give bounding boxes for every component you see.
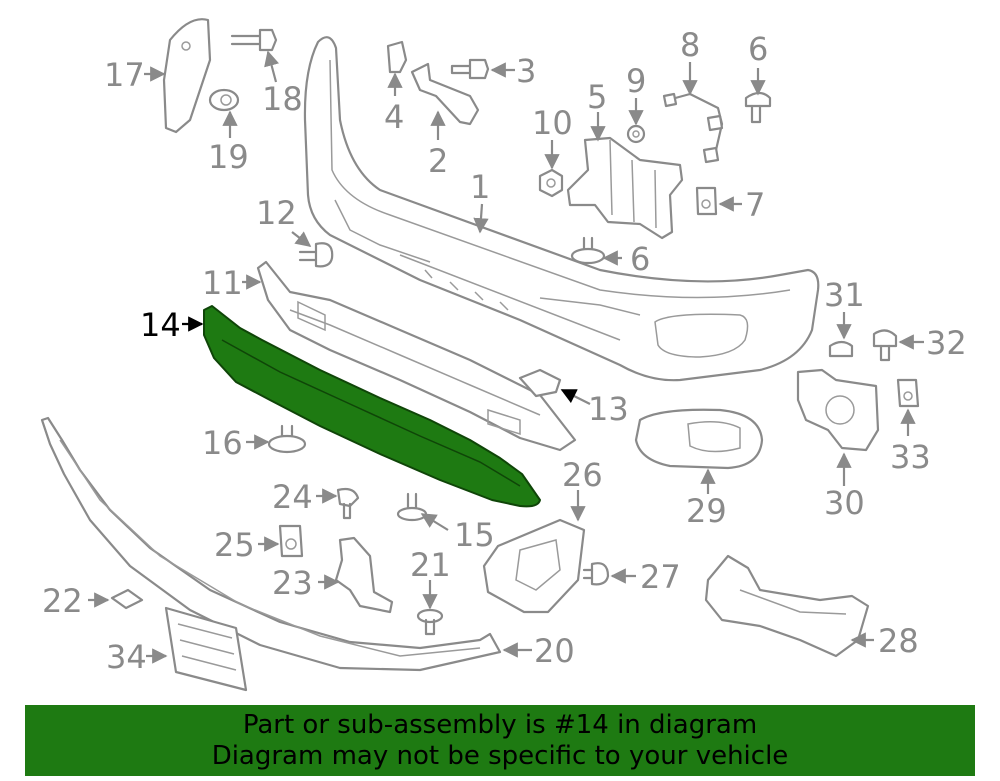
banner-line-1: Part or sub-assembly is #14 in diagram [242, 710, 758, 740]
part-21-pushpin [416, 608, 444, 636]
info-banner: Part or sub-assembly is #14 in diagram D… [25, 705, 975, 776]
part-5-shield [566, 136, 684, 240]
part-32-bolt [872, 329, 898, 362]
callout-32: 32 [926, 324, 967, 362]
part-17-side-bracket [162, 18, 212, 134]
callout-25: 25 [214, 526, 255, 564]
part-25-clip [278, 524, 304, 558]
callout-26: 26 [562, 456, 603, 494]
banner-line-2: Diagram may not be specific to your vehi… [211, 741, 789, 771]
callout-2: 2 [428, 142, 448, 180]
callout-30: 30 [824, 484, 865, 522]
part-16-pushpin [267, 424, 307, 454]
parts-diagram: 1 2 3 4 5 6 6 7 8 9 10 11 12 13 14 15 16… [40, 18, 967, 692]
callout-15: 15 [454, 516, 495, 554]
part-28-bracket-assembly [704, 554, 870, 658]
callout-3: 3 [516, 52, 536, 90]
part-18-bolt [230, 28, 278, 52]
part-26-bracket [482, 518, 586, 614]
part-23-bracket [334, 536, 394, 614]
callout-21: 21 [410, 546, 451, 584]
part-8-harness [662, 92, 724, 164]
part-6-pushpin-lower [570, 236, 606, 265]
callout-5: 5 [587, 78, 607, 116]
callout-9: 9 [626, 62, 646, 100]
part-24-bolt [336, 487, 360, 520]
callout-17: 17 [104, 56, 145, 94]
part-6-pushpin-upper [744, 91, 772, 124]
callout-19: 19 [208, 138, 249, 176]
part-27-bolt [582, 562, 610, 586]
part-11-absorber [256, 260, 577, 452]
part-31-bolt [828, 340, 854, 358]
callout-29: 29 [686, 492, 727, 530]
callout-34: 34 [106, 638, 147, 676]
part-34-plate-bracket [164, 606, 248, 692]
part-9-washer [626, 124, 646, 144]
callout-31: 31 [824, 276, 865, 314]
part-30-fog-lamp [796, 368, 880, 452]
part-3-bolt [450, 58, 490, 80]
part-15-pushpin [396, 492, 428, 522]
part-14-lower-valance-highlighted [203, 305, 541, 508]
callout-6-upper: 6 [748, 30, 768, 68]
callout-20: 20 [534, 632, 575, 670]
callout-24: 24 [272, 478, 313, 516]
callout-1: 1 [470, 168, 490, 206]
part-12-bolt [298, 242, 334, 268]
callout-18: 18 [262, 80, 303, 118]
callout-27: 27 [640, 558, 681, 596]
callout-13: 13 [588, 390, 629, 428]
part-2-bracket [410, 62, 480, 126]
callout-10: 10 [532, 104, 573, 142]
callout-12: 12 [256, 194, 297, 232]
callout-33: 33 [890, 438, 931, 476]
part-7-clip [695, 186, 718, 216]
callout-8: 8 [680, 26, 700, 64]
callout-leaders [88, 50, 924, 664]
part-1-bumper-cover [303, 36, 820, 382]
callout-6-lower: 6 [630, 240, 650, 278]
callout-7: 7 [745, 186, 765, 224]
callout-23: 23 [272, 564, 313, 602]
callout-22: 22 [42, 582, 83, 620]
callout-numbers: 1 2 3 4 5 6 6 7 8 9 10 11 12 13 14 15 16… [42, 26, 967, 676]
part-33-clip [896, 378, 920, 408]
callout-28: 28 [878, 622, 919, 660]
callout-4: 4 [384, 98, 404, 136]
callout-14-highlighted: 14 [140, 306, 181, 344]
part-13-clip [518, 368, 562, 398]
part-22-clip [110, 588, 144, 610]
part-10-nut [538, 168, 564, 198]
part-19-grommet [208, 88, 240, 112]
part-20-lower-trim [40, 416, 502, 672]
part-4-clip [386, 40, 408, 74]
callout-11: 11 [202, 264, 243, 302]
callout-16: 16 [202, 424, 243, 462]
part-29-fog-bezel [634, 408, 764, 470]
